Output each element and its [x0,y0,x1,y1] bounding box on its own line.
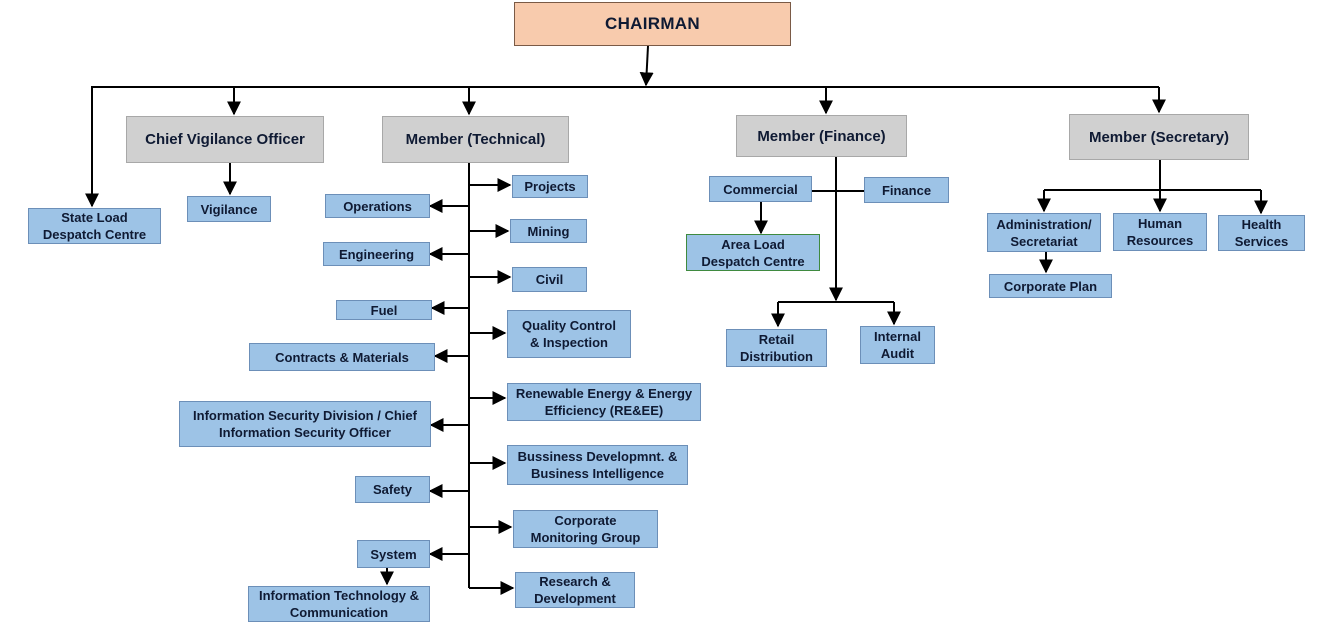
state-load-despatch-box: State Load Despatch Centre [28,208,161,244]
member-secretary-box: Member (Secretary) [1069,114,1249,160]
contracts-materials-box: Contracts & Materials [249,343,435,371]
health-services-label: Health Services [1234,217,1289,249]
member-technical-box: Member (Technical) [382,116,569,163]
chairman-label: CHAIRMAN [605,14,700,33]
renewable-energy-label: Renewable Energy & Energy Efficiency (RE… [515,386,693,418]
member-finance-box: Member (Finance) [736,115,907,157]
corporate-monitoring-box: Corporate Monitoring Group [513,510,658,548]
engineering-box: Engineering [323,242,430,266]
retail-distribution-box: Retail Distribution [726,329,827,367]
member-secretary-label: Member (Secretary) [1088,128,1230,146]
administration-secretariat-box: Administration/ Secretariat [987,213,1101,252]
business-development-box: Bussiness Developmnt. & Business Intelli… [507,445,688,485]
information-security-label: Information Security Division / Chief In… [193,408,417,440]
information-technology-label: Information Technology & Communication [258,588,420,620]
information-technology-box: Information Technology & Communication [248,586,430,622]
contracts-materials-label: Contracts & Materials [275,349,409,365]
state-load-despatch-label: State Load Despatch Centre [42,210,147,242]
retail-distribution-label: Retail Distribution [740,332,813,364]
fuel-box: Fuel [336,300,432,320]
chief-vigilance-officer-box: Chief Vigilance Officer [126,116,324,163]
health-services-box: Health Services [1218,215,1305,251]
fuel-label: Fuel [370,302,398,318]
system-box: System [357,540,430,568]
operations-box: Operations [325,194,430,218]
safety-box: Safety [355,476,430,503]
corporate-plan-label: Corporate Plan [1003,278,1098,294]
civil-box: Civil [512,267,587,292]
corporate-monitoring-label: Corporate Monitoring Group [530,513,641,545]
chairman-box: CHAIRMAN [514,2,791,46]
engineering-label: Engineering [338,246,415,262]
corporate-plan-box: Corporate Plan [989,274,1112,298]
information-security-box: Information Security Division / Chief In… [179,401,431,447]
commercial-box: Commercial [709,176,812,202]
projects-box: Projects [512,175,588,198]
system-label: System [370,546,417,562]
chief-vigilance-officer-label: Chief Vigilance Officer [145,131,305,148]
member-technical-label: Member (Technical) [405,131,546,148]
human-resources-box: Human Resources [1113,213,1207,251]
finance-label: Finance [881,182,932,198]
research-development-box: Research & Development [515,572,635,608]
area-load-despatch-label: Area Load Despatch Centre [701,236,805,269]
connector-chairman [639,45,654,87]
administration-secretariat-label: Administration/ Secretariat [996,216,1092,249]
vigilance-label: Vigilance [200,201,258,217]
renewable-energy-box: Renewable Energy & Energy Efficiency (RE… [507,383,701,421]
operations-label: Operations [343,198,412,214]
research-development-label: Research & Development [534,574,616,606]
quality-control-label: Quality Control & Inspection [522,318,616,350]
commercial-label: Commercial [723,181,798,197]
business-development-label: Bussiness Developmnt. & Business Intelli… [517,449,678,481]
member-finance-label: Member (Finance) [757,127,886,145]
internal-audit-box: Internal Audit [860,326,935,364]
projects-label: Projects [524,179,576,194]
area-load-despatch-box: Area Load Despatch Centre [686,234,820,271]
vigilance-box: Vigilance [187,196,271,222]
mining-box: Mining [510,219,587,243]
safety-label: Safety [372,482,413,497]
finance-box: Finance [864,177,949,203]
human-resources-label: Human Resources [1126,216,1194,248]
civil-label: Civil [535,272,564,287]
quality-control-box: Quality Control & Inspection [507,310,631,358]
internal-audit-label: Internal Audit [874,329,921,361]
mining-label: Mining [527,223,570,239]
